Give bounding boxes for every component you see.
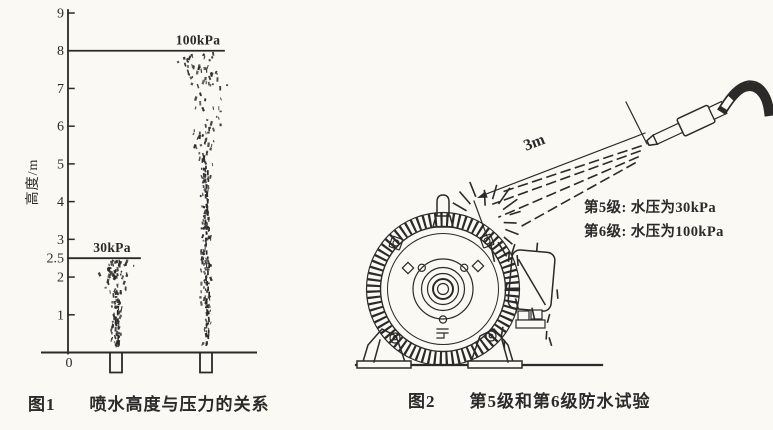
figure1-caption-title: 喷水高度与压力的关系 [89,395,270,414]
splash-ray [458,190,472,205]
drip-dash [504,282,509,291]
spray-splash [452,181,559,350]
tick-label-6: 6 [57,120,64,135]
hose [717,80,773,117]
tick-label-7: 7 [57,82,64,97]
water-spray-lines [491,144,643,229]
figure2-diagram: 3m [354,80,773,369]
nozzle [109,351,123,374]
extension-line-impact [473,200,489,240]
extension-line-nozzle [625,101,648,145]
drip-dash [556,289,559,299]
figure2-caption-label: 图2 [408,392,436,411]
legend-line-level6: 第6级: 水压为100kPa [584,223,724,240]
legend-line-level5: 第5级: 水压为30kPa [584,200,717,216]
drip-dash [510,243,516,255]
nozzle [199,351,213,374]
motor-cooling-fins [367,213,519,365]
figure1-chart: 高度/m 0 1 2 2.5 3 4 5 6 7 8 9 30kPa 100kPa [24,7,257,374]
splash-ray [452,202,467,212]
splash-ray [469,181,477,198]
terminal-connectors [515,309,546,329]
spray-30kPa [97,259,135,348]
tick-label-2: 2 [57,271,64,286]
figure1-caption: 图1 喷水高度与压力的关系 [28,390,270,415]
splash-ray [497,241,508,257]
tick-label-4: 4 [57,195,64,210]
drip-dash [507,251,511,263]
figure2-caption: 图2 第5级和第6级防水试验 [408,387,651,412]
splash-ray [491,184,498,200]
nameplate-mark [436,328,449,339]
chart-content: 0 1 2 2.5 3 4 5 6 7 8 9 30kPa 100kPa [41,7,257,374]
drip-dash [516,255,519,267]
figure1-caption-label: 图1 [28,395,56,414]
spray-nozzle [646,100,728,147]
y-axis-label: 高度/m [24,159,41,206]
drip-dash [531,307,536,320]
tick-label-3: 3 [57,233,64,248]
tick-label-2.5: 2.5 [47,252,65,267]
drip-dash [514,304,519,314]
splash-ray [509,210,521,216]
tick-label-0: 0 [66,356,73,371]
motor-face-inner-ring [387,233,499,345]
motor-face-details [388,233,497,344]
drip-dash [546,313,551,324]
pressure-label: 100kPa [176,33,221,48]
drip-dash [535,242,539,252]
figure2-caption-title: 第5级和第6级防水试验 [469,392,651,411]
splash-ray [502,198,518,211]
splash-ray [489,242,496,263]
pressure-label: 30kPa [93,240,131,255]
distance-label: 3m [521,131,548,155]
drip-dash [500,326,504,336]
tick-label-8: 8 [57,44,64,59]
motor-outer-rim [365,211,521,367]
dimension-3m [473,101,648,240]
tick-label-9: 9 [57,7,64,22]
splash-ray [503,236,513,245]
test-level-legend: 第5级: 水压为30kPa 第6级: 水压为100kPa [584,197,724,244]
drip-dash [545,330,548,340]
splash-ray [505,228,519,236]
tick-label-1: 1 [57,308,64,323]
hose-ribs [727,82,773,117]
splash-ray [483,189,486,206]
splash-ray [497,187,511,205]
spray-100kPa [176,51,229,347]
tick-label-5: 5 [57,157,64,172]
drip-dash [548,337,553,347]
